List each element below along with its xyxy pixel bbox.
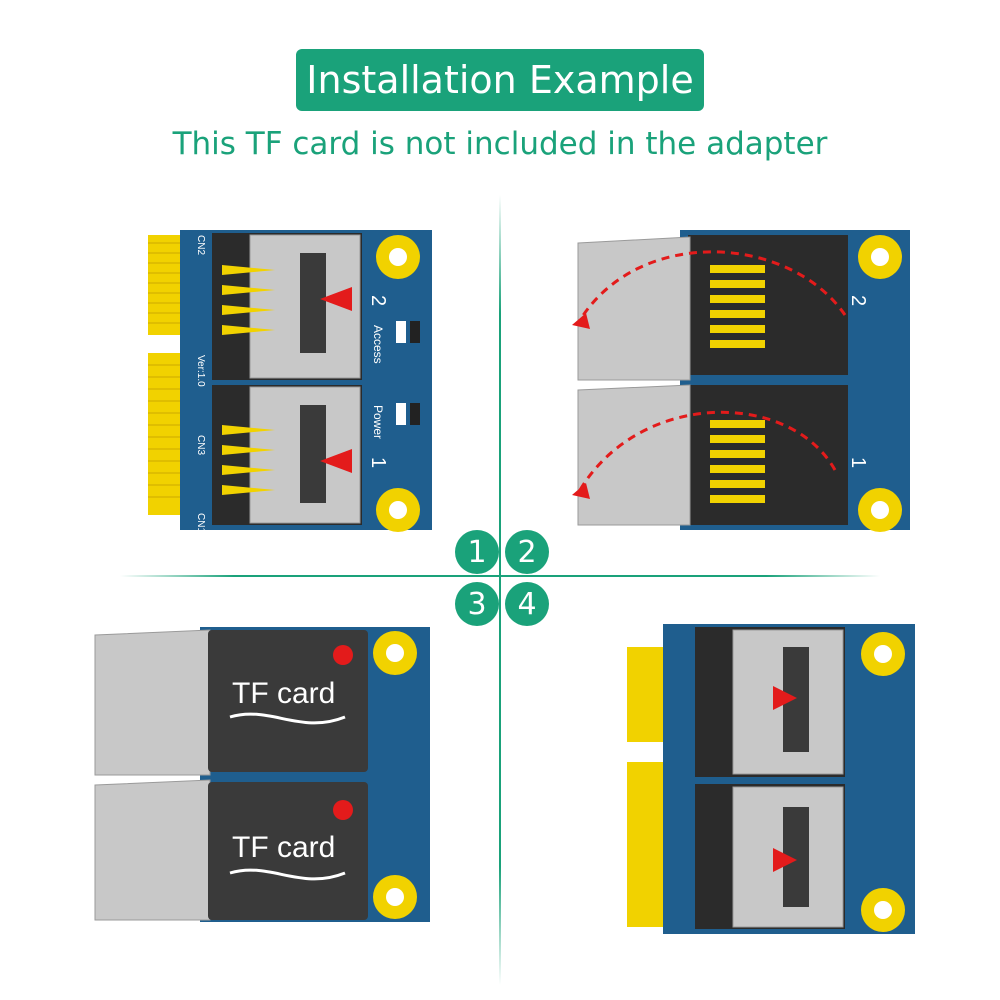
panel-step-2: 2 1 — [572, 230, 910, 532]
open-arrow-lower — [578, 410, 837, 491]
slot-number-2: 2 — [847, 295, 869, 306]
slot-number-2: 2 — [367, 295, 389, 306]
page-subtitle: This TF card is not included in the adap… — [172, 126, 828, 162]
slot-number-1: 1 — [847, 457, 869, 468]
page-title: Installation Example — [306, 58, 694, 102]
panel-step-1: 2 1 Access Power CN2 CN3 CN1 Ver:1.0 — [148, 230, 432, 533]
edge-connector-lower — [627, 762, 667, 927]
tf-card-lower — [208, 782, 368, 920]
step-2-badge: 2 — [505, 530, 549, 574]
lock-arrow-lower — [773, 848, 797, 872]
open-cover-lower — [577, 384, 691, 526]
panel-step-4 — [627, 624, 915, 934]
card-slot-upper — [688, 235, 848, 375]
version-label: Ver:1.0 — [195, 355, 206, 387]
cn3-label: CN3 — [195, 435, 206, 455]
card-dot-upper — [333, 645, 353, 665]
horizontal-divider — [120, 575, 880, 577]
title-banner: Installation Example — [296, 49, 704, 111]
tf-card-label-upper: TF card — [232, 677, 335, 710]
step-4-badge: 4 — [505, 582, 549, 626]
open-cover-lower — [94, 779, 211, 921]
lock-arrow-upper — [773, 686, 797, 710]
tf-card-label-lower: TF card — [232, 831, 335, 864]
open-cover-upper — [94, 629, 211, 776]
edge-connector-upper — [627, 647, 667, 742]
slot-number-1: 1 — [367, 457, 389, 468]
panel-step-3: TF card TF card — [94, 627, 430, 922]
vertical-divider — [499, 195, 501, 985]
cn2-label: CN2 — [195, 235, 206, 255]
card-dot-lower — [333, 800, 353, 820]
access-label: Access — [371, 325, 385, 364]
step-3-badge: 3 — [455, 582, 499, 626]
cn1-label: CN1 — [195, 513, 206, 533]
open-cover-upper — [577, 236, 691, 381]
step-1-badge: 1 — [455, 530, 499, 574]
tf-card-upper — [208, 630, 368, 772]
power-label: Power — [371, 405, 385, 439]
insert-arrow-upper — [320, 287, 352, 311]
insert-arrow-lower — [320, 449, 352, 473]
